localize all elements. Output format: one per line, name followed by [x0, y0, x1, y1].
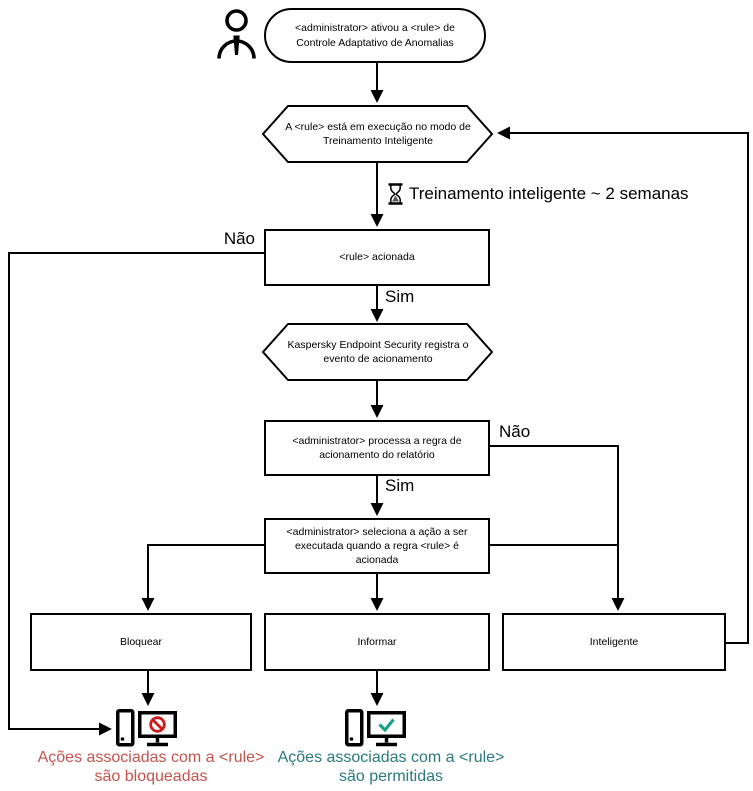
connector-smart-feedback-to-training	[497, 126, 749, 644]
hexagon-smart-training-mode	[261, 105, 494, 163]
check-icon	[378, 718, 395, 733]
hexagon-registers-event	[261, 323, 494, 381]
training-duration-note: Treinamento inteligente ~ 2 semanas	[409, 184, 689, 203]
computer-blocked-icon	[116, 709, 177, 747]
node-start: <administrator> ativou a <rule> de Contr…	[264, 8, 486, 63]
edge-label-yes-processes: Sim	[385, 476, 415, 495]
administrator-icon	[217, 9, 256, 59]
computer-allowed-icon	[345, 709, 406, 747]
edge-label-no-processes: Não	[499, 422, 531, 441]
hourglass-icon	[388, 183, 403, 205]
node-action-smart: Inteligente	[502, 613, 726, 671]
node-action-inform: Informar	[264, 613, 490, 671]
node-registers-event: Kaspersky Endpoint Security registra o e…	[287, 338, 469, 365]
node-selects-action: <administrator> seleciona a ação a ser e…	[264, 518, 490, 574]
node-rule-triggered: <rule> acionada	[264, 229, 490, 286]
connector-rule-no-to-blocked	[8, 252, 264, 736]
result-allowed-text: Ações associadas com a <rule> são permit…	[277, 749, 505, 785]
node-processes-rule: <administrator> processa a regra de acio…	[264, 420, 490, 476]
node-smart-training-mode: A <rule> está em execução no modo de Tre…	[285, 120, 471, 147]
result-blocked-text: Ações associadas com a <rule> são bloque…	[37, 749, 265, 785]
connector-processes-no-to-smart	[490, 445, 625, 611]
edge-label-no-rule: Não	[223, 229, 255, 248]
edge-label-yes-rule: Sim	[385, 287, 415, 306]
prohibition-icon	[149, 716, 166, 733]
node-action-block: Bloquear	[30, 613, 252, 671]
connector-selects-to-block	[141, 544, 264, 611]
